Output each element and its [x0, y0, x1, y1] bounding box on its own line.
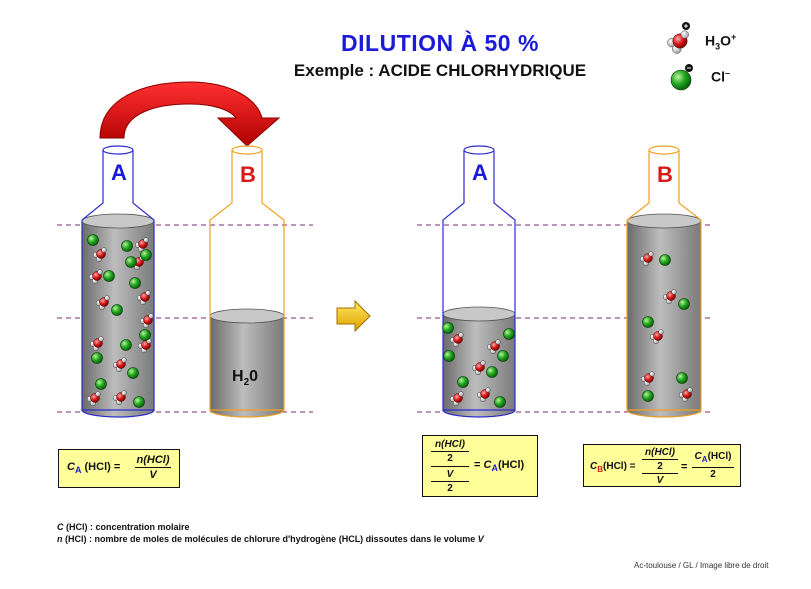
bottle-b-right	[626, 145, 702, 418]
minus-charge-icon	[685, 64, 693, 72]
legend-cl-molecule	[670, 64, 693, 91]
chloride-ion	[659, 254, 671, 266]
hydronium-ion	[112, 357, 127, 373]
page-title: DILUTION À 50 %	[341, 30, 539, 56]
chloride-ion	[121, 240, 133, 252]
legend-cl-label: Cl–	[711, 68, 731, 85]
credit: Ac-toulouse / GL / Image libre de droit	[634, 561, 769, 570]
chloride-ion	[111, 304, 123, 316]
legend-h3o-molecule	[667, 22, 690, 54]
chloride-ion	[125, 256, 137, 268]
page-subtitle: Exemple : ACIDE CHLORHYDRIQUE	[293, 61, 587, 80]
hydronium-ion	[139, 313, 154, 329]
hydronium-ion	[640, 371, 655, 387]
chloride-ion	[120, 339, 132, 351]
hydronium-ion	[136, 290, 151, 306]
bottle-b-left-label: B	[240, 162, 256, 187]
hydronium-ion	[678, 387, 693, 403]
hydronium-ion	[471, 360, 486, 376]
chloride-ion	[140, 249, 152, 261]
hydronium-ion	[95, 295, 110, 311]
note-moles: n (HCl) : nombre de moles de molécules d…	[57, 534, 484, 544]
chloride-ion	[133, 396, 145, 408]
hydronium-ion	[134, 237, 149, 253]
hydronium-ion	[112, 390, 127, 406]
chloride-ion	[95, 378, 107, 390]
bottle-a-right	[442, 145, 516, 418]
chloride-ion	[494, 396, 506, 408]
chloride-ion	[139, 329, 151, 341]
hydronium-ion	[89, 336, 104, 352]
plus-charge-icon	[682, 22, 690, 30]
formula-concentration-a: CA (HCl) = n(HCl)V	[58, 449, 180, 488]
bottle-a-left-label: A	[111, 160, 127, 185]
bottle-a-right-label: A	[472, 160, 488, 185]
chloride-ion	[486, 366, 498, 378]
hydronium-ion	[88, 269, 103, 285]
hydronium-ion	[649, 329, 664, 345]
bottle-b-right-label: B	[657, 162, 673, 187]
hydronium-ion	[86, 391, 101, 407]
hydronium-ion	[662, 289, 677, 305]
chloride-ion	[87, 234, 99, 246]
transfer-arrow	[99, 81, 281, 147]
hydronium-ion	[476, 387, 491, 403]
water-label: H20	[232, 368, 259, 389]
legend-h3o-icon	[667, 30, 689, 54]
chloride-ion	[678, 298, 690, 310]
level-lines	[57, 224, 712, 413]
legend-h3o-label: H3O+	[705, 32, 737, 52]
hydronium-ion	[486, 339, 501, 355]
chloride-ion	[443, 350, 455, 362]
chloride-ion	[129, 277, 141, 289]
notes: C (HCl) : concentration molaire n (HCl) …	[57, 521, 484, 545]
chloride-ion	[642, 390, 654, 402]
bottle-b-left	[209, 145, 285, 418]
hydronium-ion	[449, 391, 464, 407]
chloride-ion	[442, 322, 454, 334]
legend-cl-icon	[670, 69, 692, 91]
chloride-ion	[127, 367, 139, 379]
chloride-ion	[457, 376, 469, 388]
chloride-ion	[642, 316, 654, 328]
chloride-ion	[497, 350, 509, 362]
hydronium-ion	[639, 251, 654, 267]
chloride-ion	[503, 328, 515, 340]
chloride-ion	[91, 352, 103, 364]
result-arrow	[336, 299, 371, 333]
chloride-ion	[103, 270, 115, 282]
hydronium-ion	[449, 332, 464, 348]
hydronium-ion	[92, 247, 107, 263]
note-concentration: C (HCl) : concentration molaire	[57, 522, 190, 532]
chloride-ion	[676, 372, 688, 384]
